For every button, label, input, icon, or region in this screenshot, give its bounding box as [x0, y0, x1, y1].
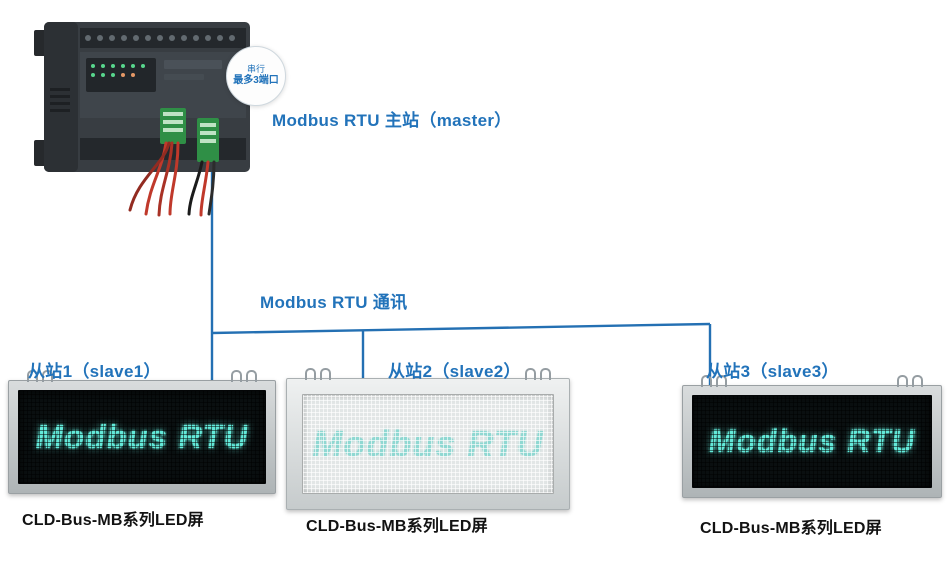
hanger-hook-icon	[303, 368, 333, 380]
led-panel-slave2: Modbus RTU	[286, 368, 570, 510]
master-label: Modbus RTU 主站（master）	[272, 111, 512, 130]
bus-horizontal-line	[211, 322, 711, 335]
slave3-label: 从站3（slave3）	[706, 362, 839, 381]
serial-ports-callout: 串行 最多3端口	[226, 46, 286, 106]
led-screen-slave2: Modbus RTU	[302, 394, 554, 494]
led-panel-slave3: Modbus RTU	[682, 375, 942, 498]
callout-line2: 最多3端口	[233, 75, 279, 87]
led-panel-slave1: Modbus RTU	[8, 370, 276, 494]
callout-line1: 串行	[246, 64, 265, 75]
slave3-caption: CLD-Bus-MB系列LED屏	[700, 520, 882, 537]
hanger-hook-icon	[25, 370, 55, 382]
led-screen-slave1: Modbus RTU	[18, 390, 266, 484]
led-screen-text: Modbus RTU	[35, 418, 249, 455]
led-screen-text: Modbus RTU	[708, 423, 916, 459]
slave2-caption: CLD-Bus-MB系列LED屏	[306, 518, 488, 535]
hanger-hook-icon	[895, 375, 925, 387]
led-screen-text: Modbus RTU	[312, 423, 544, 464]
plc-green-connectors	[160, 108, 219, 162]
slave1-caption: CLD-Bus-MB系列LED屏	[22, 512, 204, 529]
slave2-label: 从站2（slave2）	[388, 362, 521, 381]
bus-label: Modbus RTU 通讯	[260, 293, 408, 312]
slave1-label: 从站1（slave1）	[28, 362, 161, 381]
plc-master-image	[34, 22, 250, 217]
led-screen-slave3: Modbus RTU	[692, 395, 932, 488]
hanger-hook-icon	[229, 370, 259, 382]
hanger-hook-icon	[523, 368, 553, 380]
